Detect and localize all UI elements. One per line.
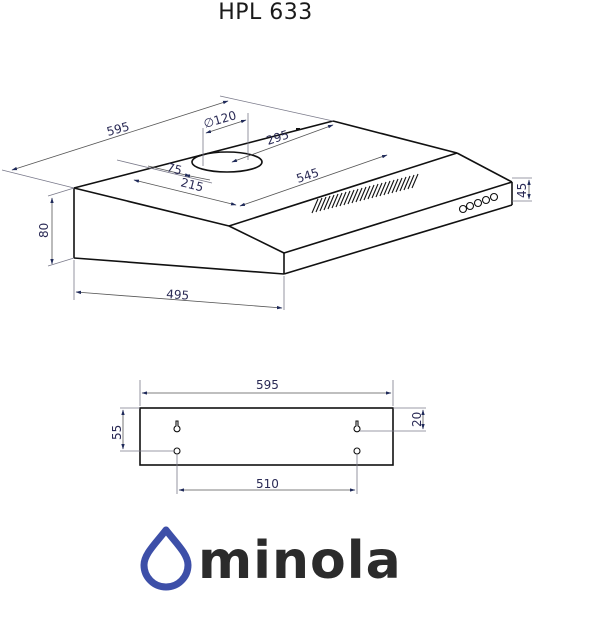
front-panel-slope — [456, 152, 513, 183]
dim-height-back: 80 — [37, 223, 51, 238]
front-panel-front-bottom — [283, 204, 513, 275]
water-drop-icon — [140, 526, 192, 591]
dim-front-panel-width: 545 — [295, 165, 321, 185]
knob-icon — [473, 198, 483, 208]
knob-icon — [465, 201, 475, 211]
dim-duct-offset-front: 215 — [179, 175, 205, 194]
knob-icon — [489, 192, 499, 202]
hood-side-top-edge — [73, 187, 285, 254]
mount-hole-left-icon — [173, 447, 181, 455]
product-title: HPL 633 — [218, 0, 313, 25]
dim-duct-offset-back: 75 — [165, 160, 183, 177]
back-dim-mount-height: 55 — [110, 425, 124, 440]
isometric-view — [73, 120, 513, 275]
keyhole-left-icon — [173, 420, 181, 433]
dim-duct-diameter: ∅120 — [202, 108, 238, 131]
keyhole-right-icon — [353, 420, 361, 433]
knob-icon — [458, 204, 468, 214]
back-view: 595 55 20 510 — [110, 378, 426, 494]
back-panel — [139, 407, 394, 466]
brand-name: minola — [198, 531, 402, 591]
dim-depth: 495 — [166, 287, 190, 303]
back-dim-total-width: 595 — [256, 378, 279, 392]
dim-total-width: 595 — [105, 119, 131, 138]
dim-height-front: 45 — [515, 183, 529, 198]
back-dim-mount-spacing: 510 — [256, 477, 279, 491]
control-knobs — [458, 192, 499, 214]
hood-bottom-edge — [73, 257, 285, 275]
dim-duct-offset-side: 295 — [265, 127, 291, 147]
mount-hole-right-icon — [353, 447, 361, 455]
isometric-dimension-labels: 595 ∅120 295 75 215 545 80 495 45 — [37, 108, 529, 302]
isometric-dimensions — [1, 95, 532, 310]
knob-icon — [481, 195, 491, 205]
brand-logo: minola — [140, 526, 402, 591]
front-panel-top — [228, 152, 458, 227]
back-dim-keyhole-offset: 20 — [410, 412, 424, 427]
hood-top-right-edge — [332, 120, 458, 154]
front-panel-front-top — [283, 181, 513, 254]
